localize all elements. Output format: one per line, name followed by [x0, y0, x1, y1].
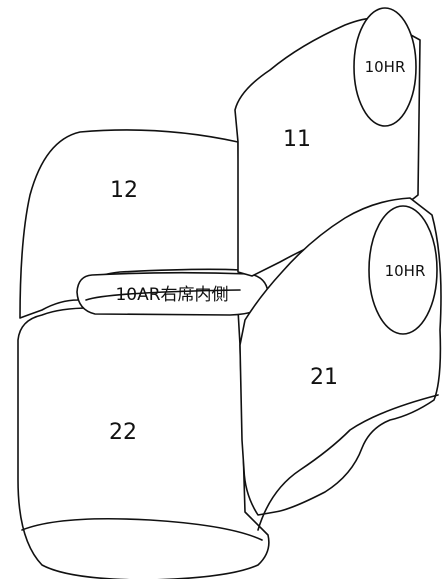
seat-part-11-label: 11: [283, 127, 311, 152]
seat-part-22-label: 22: [109, 420, 137, 445]
headrest-upper-label: 10HR: [365, 58, 406, 76]
inner-side-tag-label: 10AR右席内側: [115, 285, 228, 305]
seat-part-21-label: 21: [310, 365, 338, 390]
seat-part-12-label: 12: [110, 178, 138, 203]
seat-part-22-outline: [17, 307, 270, 579]
seat-part-21-seam: [257, 394, 439, 531]
inner-side-tag-seam: [85, 289, 241, 301]
seat-part-22-seam: [21, 517, 263, 541]
headrest-upper-outline: [353, 7, 417, 127]
headrest-lower-label: 10HR: [385, 262, 426, 280]
headrest-lower-outline: [368, 205, 438, 335]
